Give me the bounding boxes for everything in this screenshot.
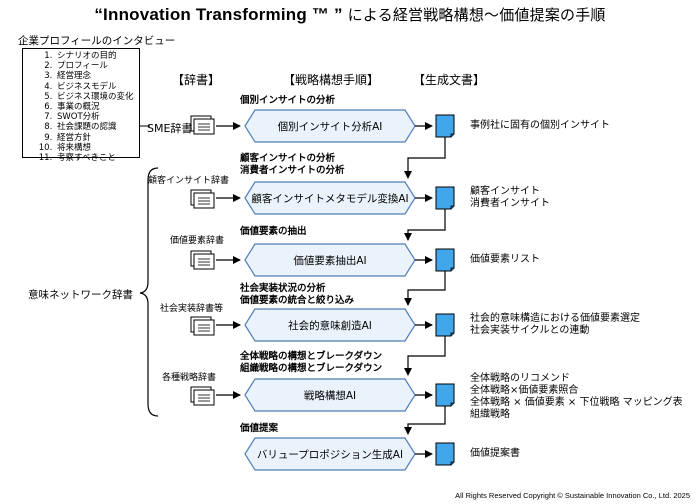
sme-dictionary-icon xyxy=(190,115,215,135)
output-text: 社会的意味構造における価値要素選定 社会実装サイクルとの連動 xyxy=(470,313,640,336)
dictionary-icon xyxy=(190,189,215,209)
document-icon xyxy=(435,186,455,210)
output-text: 価値提案書 xyxy=(470,448,520,459)
output-text: 事例社に固有の個別インサイト xyxy=(470,120,610,131)
interview-item: 社会課題の認識 xyxy=(55,122,139,132)
interview-item: 考察すべきこと xyxy=(55,153,139,163)
output-text: 価値要素リスト xyxy=(470,254,540,265)
column-procedure: 【戦略構想手順】 xyxy=(283,73,380,87)
column-dictionary: 【辞書】 xyxy=(172,73,221,87)
dictionary-label: 価値要素辞書 xyxy=(170,236,225,246)
output-text: 顧客インサイト 消費者インサイト xyxy=(470,186,550,209)
dictionary-icon xyxy=(190,386,215,406)
dictionary-icon xyxy=(190,316,215,336)
document-icon xyxy=(435,248,455,272)
document-icon xyxy=(435,313,455,337)
document-icon xyxy=(435,383,455,407)
interview-item: 将来構想 xyxy=(55,143,139,153)
document-icon xyxy=(435,114,455,138)
copyright: All Rights Reserved Copyright © Sustaina… xyxy=(455,491,690,500)
step-heading: 全体戦略の構想とブレークダウン 組織戦略の構想とブレークダウン xyxy=(240,351,383,374)
process-label: 個別インサイト分析AI xyxy=(277,120,383,133)
interview-item: 経営方針 xyxy=(55,133,139,143)
dictionary-label: 顧客インサイト辞書 xyxy=(148,176,230,186)
interview-item: 経営理念 xyxy=(55,71,139,81)
column-output: 【生成文書】 xyxy=(413,73,486,87)
process-label: 価値要素抽出AI xyxy=(293,254,367,267)
interview-item: ビジネスモデル xyxy=(55,82,139,92)
sme-dictionary-label: SME辞書 xyxy=(147,122,193,135)
process-label: バリュープロポジション生成AI xyxy=(256,448,404,461)
interview-list: シナリオの目的プロフィール経営理念ビジネスモデルビジネス環境の変化事業の概況SW… xyxy=(22,48,140,163)
title-suffix: による経営戦略構想～価値提案の手順 xyxy=(347,6,606,24)
document-icon xyxy=(435,442,455,466)
interview-item: 事業の概況 xyxy=(55,102,139,112)
title-prefix: “Innovation Transforming ™ ” xyxy=(94,5,343,24)
process-label: 戦略構想AI xyxy=(303,389,357,402)
output-text: 全体戦略のリコメンド 全体戦略×価値要素照合 全体戦略 × 価値要素 × 下位戦… xyxy=(470,373,683,420)
step-heading: 価値要素の抽出 xyxy=(240,226,307,237)
process-label: 社会的意味創造AI xyxy=(288,319,372,332)
interview-label: 企業プロフィールのインタビュー xyxy=(18,35,176,47)
step-heading: 社会実装状況の分析 価値要素の統合と絞り込み xyxy=(240,283,355,306)
dictionary-label: 各種戦略辞書 xyxy=(162,373,217,383)
step-heading: 個別インサイトの分析 xyxy=(240,95,336,106)
dictionary-label: 社会実装辞書等 xyxy=(160,304,224,314)
page-title: “Innovation Transforming ™ ” による経営戦略構想～価… xyxy=(0,4,700,25)
step-heading: 顧客インサイトの分析 消費者インサイトの分析 xyxy=(240,153,345,176)
interview-item: シナリオの目的 xyxy=(55,51,139,61)
interview-item: ビジネス環境の変化 xyxy=(55,92,139,102)
interview-items: シナリオの目的プロフィール経営理念ビジネスモデルビジネス環境の変化事業の概況SW… xyxy=(29,51,139,163)
meaning-network-label: 意味ネットワーク辞書 xyxy=(28,289,133,301)
process-label: 顧客インサイトメタモデル変換AI xyxy=(251,192,409,205)
interview-item: SWOT分析 xyxy=(55,112,139,122)
step-heading: 価値提案 xyxy=(240,423,279,434)
interview-item: プロフィール xyxy=(55,61,139,71)
dictionary-icon xyxy=(190,250,215,270)
